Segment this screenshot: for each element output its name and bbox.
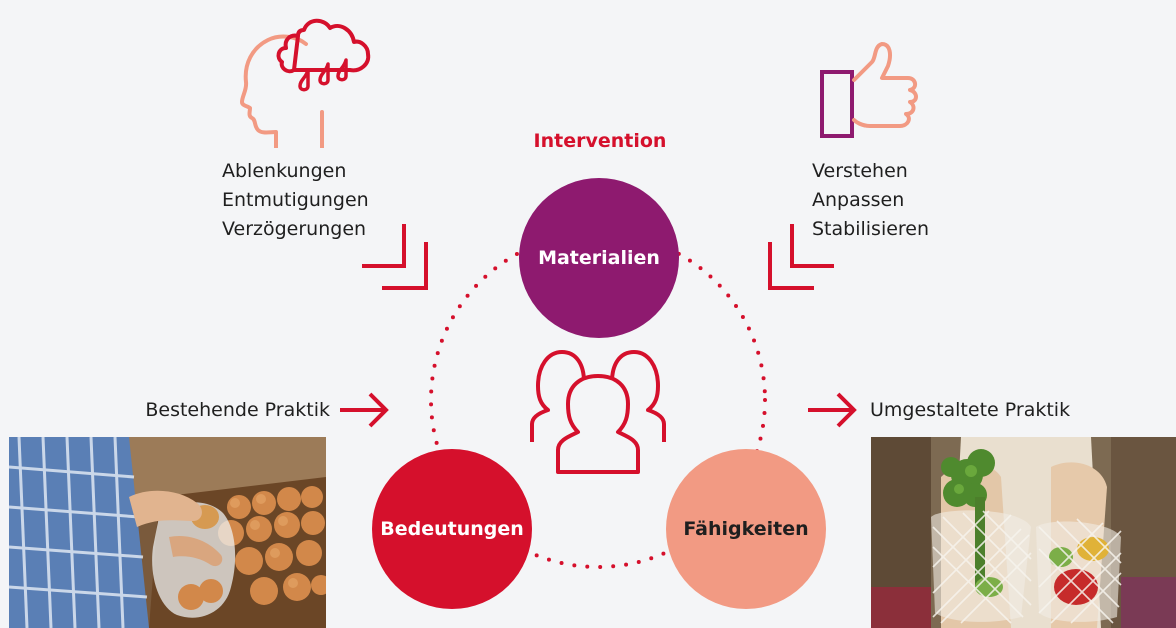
competences-label: Fähigkeiten <box>683 518 809 540</box>
enabler-list: Verstehen Anpassen Stabilisieren <box>812 157 929 244</box>
head-rain-cloud-icon <box>240 18 371 148</box>
barrier-item: Entmutigungen <box>222 189 369 211</box>
enabler-item: Anpassen <box>812 189 905 211</box>
meanings-label: Bedeutungen <box>380 518 524 540</box>
intervention-title: Intervention <box>533 130 667 152</box>
competences-circle: Fähigkeiten <box>666 449 826 609</box>
materials-label: Materialien <box>538 247 660 269</box>
existing-practice-arrow-icon <box>340 392 389 428</box>
meanings-circle: Bedeutungen <box>372 449 532 609</box>
transformed-practice-arrow-icon <box>808 392 857 428</box>
existing-practice-photo <box>9 437 326 628</box>
enabler-corner-arrow-icon <box>768 224 834 290</box>
barrier-item: Verzögerungen <box>222 218 367 240</box>
materials-circle: Materialien <box>519 178 679 338</box>
barrier-corner-arrow-icon <box>362 224 428 290</box>
enabler-item: Stabilisieren <box>812 218 930 240</box>
barrier-list: Ablenkungen Entmutigungen Verzögerungen <box>222 157 369 244</box>
barrier-item: Ablenkungen <box>222 160 347 182</box>
transformed-practice-photo <box>871 437 1176 628</box>
existing-practice-label: Bestehende Praktik <box>145 399 330 421</box>
people-group-icon <box>530 350 666 474</box>
thumbs-up-icon <box>820 42 918 138</box>
enabler-item: Verstehen <box>812 160 908 182</box>
transformed-practice-label: Umgestaltete Praktik <box>870 399 1071 421</box>
